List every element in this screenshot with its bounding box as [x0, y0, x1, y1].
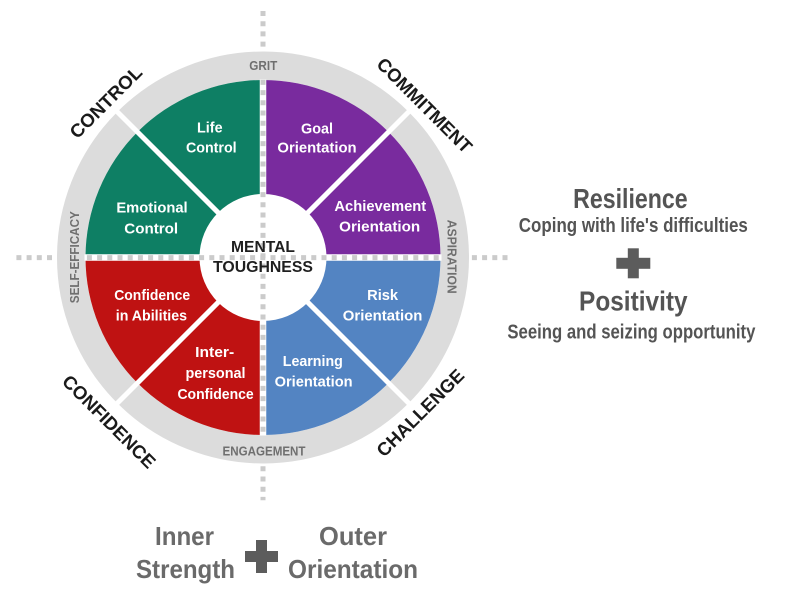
svg-text:Control: Control	[124, 221, 178, 238]
svg-text:Orientation: Orientation	[277, 140, 356, 157]
svg-text:Emotional: Emotional	[116, 200, 187, 217]
svg-text:SELF-EFFICACY: SELF-EFFICACY	[67, 211, 82, 303]
svg-text:ENGAGEMENT: ENGAGEMENT	[223, 444, 306, 459]
svg-text:Goal: Goal	[301, 121, 333, 138]
svg-text:Risk: Risk	[367, 287, 399, 304]
svg-text:personal: personal	[185, 365, 245, 382]
svg-text:TOUGHNESS: TOUGHNESS	[213, 259, 313, 276]
svg-text:Strength: Strength	[136, 554, 235, 584]
svg-text:Seeing and seizing opportunity: Seeing and seizing opportunity	[507, 320, 755, 343]
svg-text:Orientation: Orientation	[288, 554, 418, 584]
svg-text:in Abilities: in Abilities	[116, 307, 187, 324]
svg-text:Confidence: Confidence	[114, 287, 190, 304]
svg-text:Inter-: Inter-	[195, 344, 234, 361]
svg-text:Positivity: Positivity	[579, 285, 688, 316]
svg-text:GRIT: GRIT	[249, 58, 277, 73]
svg-text:Inner: Inner	[155, 521, 214, 551]
svg-text:Control: Control	[186, 140, 237, 157]
svg-text:Life: Life	[197, 119, 223, 136]
svg-text:Orientation: Orientation	[339, 219, 420, 236]
svg-text:Outer: Outer	[319, 521, 387, 551]
svg-text:Orientation: Orientation	[343, 308, 423, 325]
svg-text:Resilience: Resilience	[573, 183, 688, 214]
svg-text:Orientation: Orientation	[275, 374, 353, 391]
svg-text:Achievement: Achievement	[334, 198, 426, 215]
svg-text:Confidence: Confidence	[177, 386, 253, 403]
svg-text:Learning: Learning	[283, 353, 343, 370]
svg-text:Coping with life's difficultie: Coping with life's difficulties	[519, 214, 748, 237]
svg-text:MENTAL: MENTAL	[231, 239, 295, 256]
svg-text:ASPIRATION: ASPIRATION	[445, 220, 460, 294]
